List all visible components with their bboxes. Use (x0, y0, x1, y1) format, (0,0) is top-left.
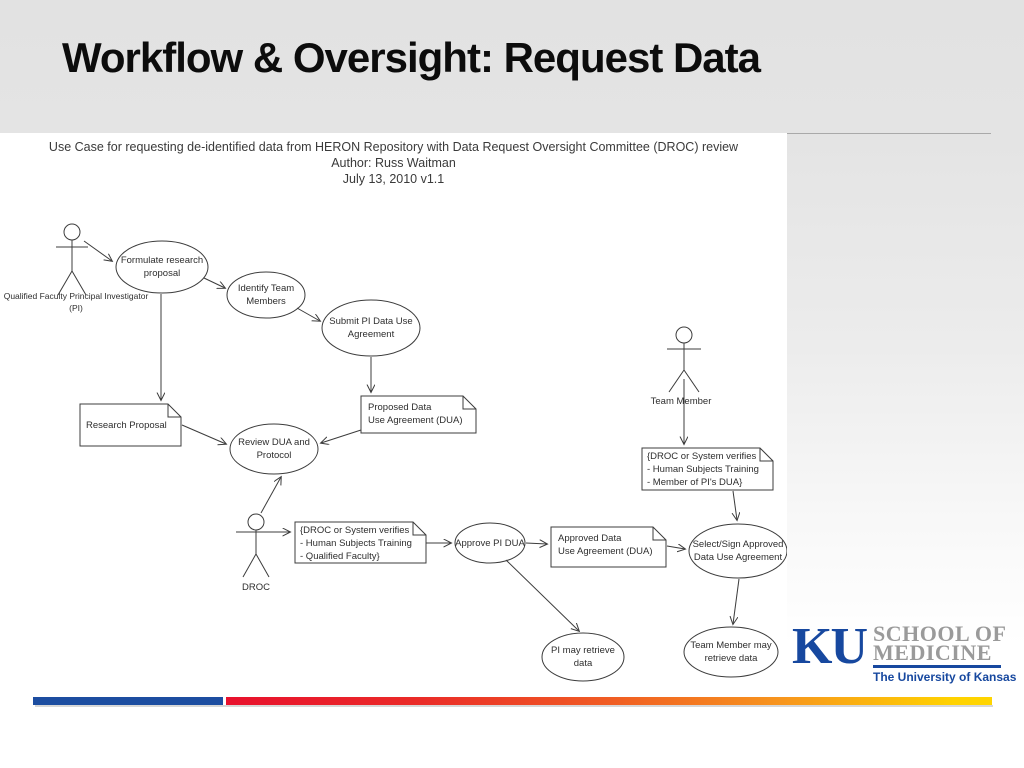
usecase-pi-retrieve-shape (541, 632, 625, 682)
usecase-submit-label: Submit PI Data Use Agreement (329, 316, 413, 340)
usecase-approve-label: Approve PI DUA (455, 538, 525, 549)
arrow-formulate-to-identify (203, 277, 225, 288)
footer-bar-gradient-segment (226, 697, 992, 705)
arrow-verifies-note-to-select-sign (733, 490, 737, 520)
arrow-approve-to-approved-dua (525, 543, 547, 544)
usecase-select-sign-shape (688, 523, 787, 579)
arrow-pi-to-formulate (83, 240, 112, 261)
actor-pi-label: Qualified Faculty Principal Investigator… (3, 291, 149, 313)
ku-logo-mark: KU (792, 618, 868, 675)
arrow-approve-to-pi-retrieve (505, 559, 579, 631)
diagram-header-line1: Use Case for requesting de-identified da… (48, 140, 739, 154)
slide-title: Workflow & Oversight: Request Data (62, 34, 761, 81)
usecase-review-label: Review DUA and Protocol (238, 437, 310, 461)
note-droc-verifies-pi-shape (294, 521, 427, 564)
ku-logo-tagline: The University of Kansas (873, 670, 1017, 684)
note-research-proposal-shape (79, 403, 182, 447)
note-droc-verifies-pi-label: {DROC or System verifies - Human Subject… (300, 525, 412, 562)
actor-droc-label: DROC (242, 582, 270, 593)
usecase-tm-retrieve-label: Team Member may retrieve data (690, 640, 772, 664)
actor-team-member-label: Team Member (650, 396, 712, 407)
usecase-formulate-shape (115, 240, 209, 294)
diagram-header: Use Case for requesting de-identified da… (0, 139, 787, 187)
usecase-approve-shape (454, 522, 526, 564)
diagram-canvas (56, 223, 787, 682)
arrow-research-proposal-to-review (181, 424, 226, 444)
use-case-diagram: Use Case for requesting de-identified da… (0, 133, 787, 690)
ku-logo-rule (873, 665, 1001, 668)
note-proposed-dua-label: Proposed Data Use Agreement (DUA) (368, 402, 463, 426)
actor-pi-figure (56, 223, 88, 296)
arrow-identify-to-submit (296, 307, 320, 321)
note-approved-dua-label: Approved Data Use Agreement (DUA) (558, 533, 653, 557)
actor-team-member-figure (667, 326, 701, 393)
ku-school-of-medicine-logo: KU SCHOOL OF MEDICINE The University of … (792, 618, 1017, 685)
note-droc-verifies-tm-label: {DROC or System verifies - Human Subject… (647, 451, 759, 488)
note-droc-verifies-tm-shape (641, 447, 774, 491)
arrow-approved-dua-to-select-sign (666, 546, 685, 549)
usecase-tm-retrieve-shape (683, 626, 779, 678)
footer-bar-blue-segment (33, 697, 223, 705)
arrow-select-sign-to-tm-retrieve (733, 578, 740, 624)
usecase-review-shape (229, 423, 319, 475)
right-divider-line (787, 133, 991, 134)
footer-bar-shadow (35, 705, 993, 707)
actor-droc-figure (242, 513, 270, 578)
usecase-identify-shape (226, 271, 306, 319)
note-proposed-dua-shape (360, 395, 477, 434)
usecase-select-sign-label: Select/Sign Approved Data Use Agreement (692, 539, 784, 563)
usecase-pi-retrieve-label: PI may retrieve data (551, 645, 615, 669)
arrow-droc-to-review (260, 477, 281, 514)
ku-logo-medicine: MEDICINE (873, 640, 992, 665)
diagram-header-line2: Author: Russ Waitman (331, 156, 456, 170)
usecase-submit-shape (321, 299, 421, 357)
footer-color-bar (33, 697, 992, 705)
diagram-arrows (83, 240, 740, 631)
usecase-formulate-label: Formulate research proposal (120, 255, 204, 279)
ku-logo-school-of: SCHOOL OF (873, 621, 1007, 646)
note-approved-dua-shape (550, 526, 667, 568)
note-research-proposal-label: Research Proposal (86, 420, 167, 431)
ku-logo-text-block: SCHOOL OF MEDICINE The University of Kan… (873, 621, 1017, 684)
footer-bar-gap (223, 697, 226, 705)
usecase-identify-label: Identify Team Members (237, 283, 295, 307)
diagram-header-line3: July 13, 2010 v1.1 (342, 172, 445, 186)
arrow-proposed-dua-to-review (321, 429, 362, 443)
